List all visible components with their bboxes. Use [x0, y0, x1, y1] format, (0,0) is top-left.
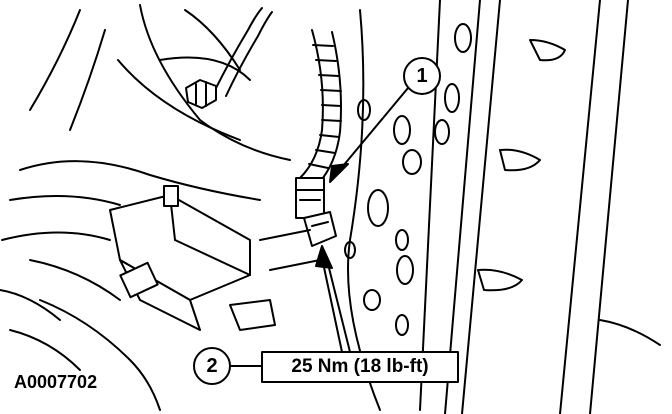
- torque-spec-label: 25 Nm (18 lb-ft): [291, 356, 429, 377]
- mounting-bracket: [109, 185, 321, 331]
- callout-1-marker: [329, 57, 441, 183]
- callout-1-number: 1: [416, 65, 428, 87]
- callout-2-marker: [193, 245, 459, 385]
- engine-contours: [0, 4, 291, 411]
- figure-id: A0007702: [14, 372, 98, 392]
- callout-2-number: 2: [206, 355, 218, 377]
- sensor-fitting: [185, 7, 273, 109]
- connector: [295, 177, 337, 247]
- wiring-harness: [299, 29, 342, 185]
- valve-cover-rail: [444, 0, 661, 414]
